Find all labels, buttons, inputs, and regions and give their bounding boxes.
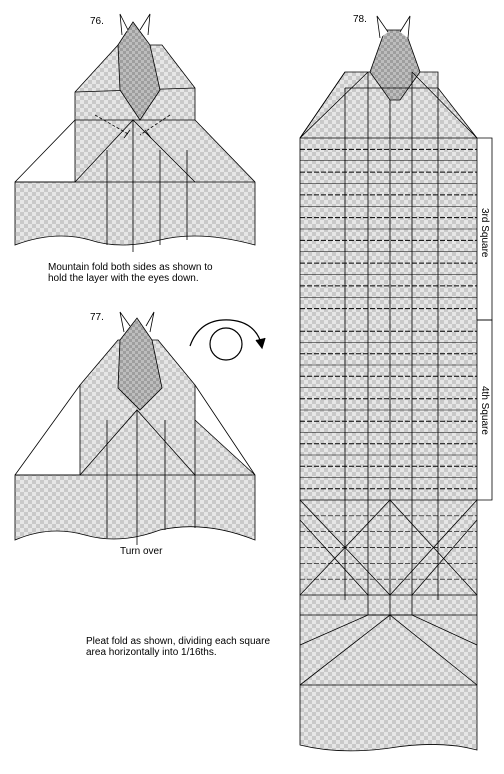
step-76-number: 76. [90, 16, 104, 27]
turn-over-arrow-icon [189, 319, 266, 361]
step-76-paper [14, 44, 256, 246]
bracket-4th-square-label: 4th Square [479, 386, 490, 435]
step-77-caption: Turn over [120, 546, 163, 557]
bracket-3rd-square-label: 3rd Square [479, 208, 490, 258]
step-76-diagram: 76. [14, 13, 256, 252]
step-76-head [117, 21, 161, 121]
step-77-diagram: 77. [14, 311, 256, 545]
step-78-number: 78. [353, 14, 367, 25]
step-78-paper [299, 71, 478, 752]
step-77-head [117, 317, 163, 411]
step-78-caption: Pleat fold as shown, dividing each squar… [86, 636, 271, 658]
step-76-caption: Mountain fold both sides as shown to hol… [48, 262, 213, 284]
pleat-lines [300, 148, 477, 580]
step-77-number: 77. [90, 312, 104, 323]
step-78-diagram: 78. 3rd Square 4th Square [299, 14, 493, 752]
bracket-4th-square [477, 319, 493, 501]
